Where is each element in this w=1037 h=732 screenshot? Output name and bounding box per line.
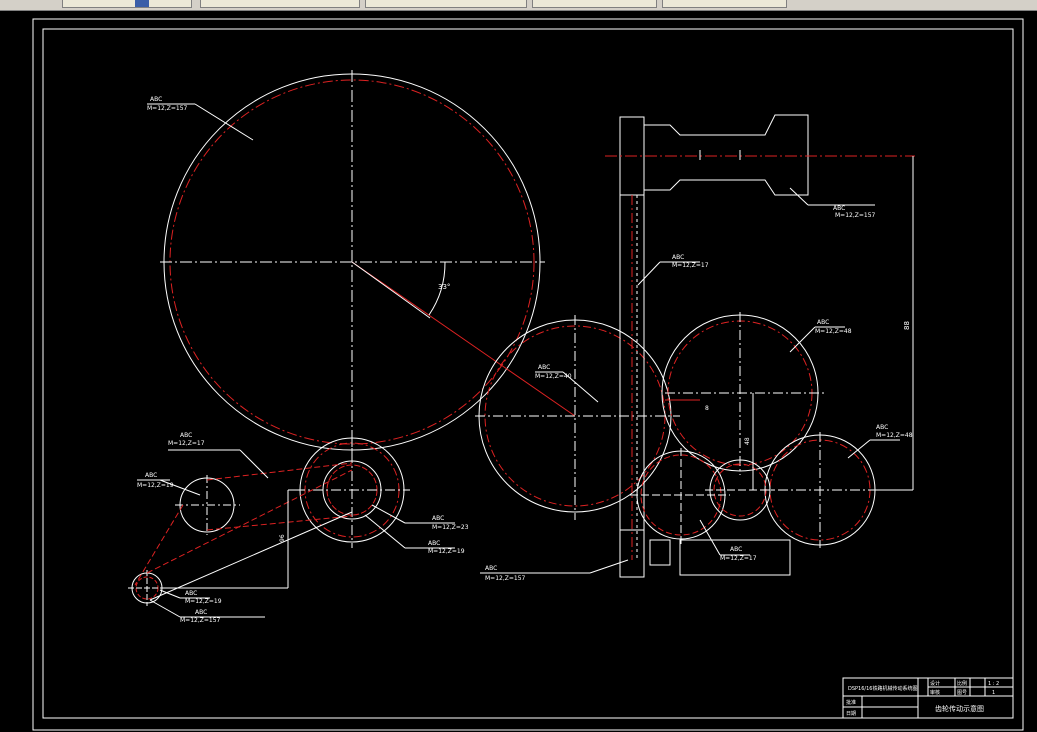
vertical-chain: [619, 195, 645, 578]
title-checker-label: 审核: [930, 689, 940, 696]
upper-right-gear-label: ABC: [817, 319, 829, 326]
big-gear-label: ABC: [150, 96, 162, 103]
dim-left-label: 96: [279, 534, 286, 542]
big-gear-spec: M=12,Z=157: [147, 105, 188, 112]
dryer-cylinder: [605, 114, 915, 196]
tab-3[interactable]: [365, 0, 527, 8]
chain-spec: M=12,Z=17: [672, 262, 709, 269]
left-pinion-spec: M=12,Z=23: [432, 524, 469, 531]
reducer-label: ABC: [485, 565, 497, 572]
upper-right-gear-spec: M=12,Z=48: [815, 328, 852, 335]
cylinder-label: ABC: [833, 205, 845, 212]
title-approve-label: 批准: [846, 699, 856, 706]
title-designer-label: 设计: [930, 680, 940, 687]
belt-lower: [134, 504, 184, 586]
chain-label: ABC: [672, 254, 684, 261]
small-gear-cluster: [630, 448, 791, 576]
inner-border: [42, 28, 1014, 719]
big-gear-leader: [194, 103, 254, 141]
tab-2[interactable]: [200, 0, 360, 8]
small-gear-spec: M=12,Z=17: [720, 555, 757, 562]
left-pinion-label: ABC: [432, 515, 444, 522]
upper-right-gear: [661, 312, 825, 475]
tab-4[interactable]: [532, 0, 657, 8]
right-gear-label: ABC: [876, 424, 888, 431]
dim-height-label: 48: [744, 437, 751, 445]
file-icon: [135, 0, 149, 7]
belt-label: ABC: [180, 432, 192, 439]
motor-pulley-label: ABC: [185, 590, 197, 597]
right-gear-spec: M=12,Z=48: [876, 432, 913, 439]
title-sheet-label: 图号: [957, 690, 967, 696]
title-sheet-value: 1: [992, 690, 995, 696]
title-date-label: 日期: [846, 711, 856, 717]
tab-1[interactable]: [62, 0, 192, 8]
pinion-sub-label: ABC: [428, 540, 440, 547]
title-drawing-name: DSP16/16铁路机械传动系统图: [848, 685, 917, 692]
title-scale-value: 1 : 2: [988, 681, 999, 687]
dim-right-label: 88: [903, 321, 911, 330]
small-gear-label: ABC: [730, 546, 742, 553]
belt-spec: M=12,Z=17: [168, 440, 205, 447]
outer-border: [32, 18, 1024, 731]
angle-label: 33°: [438, 283, 450, 291]
big-gear: [160, 70, 576, 455]
motor-spec: M=12,Z=157: [180, 617, 221, 624]
right-gear: [760, 432, 880, 548]
middle-gear-spec: M=12,Z=40: [535, 373, 572, 380]
tab-5[interactable]: [662, 0, 787, 8]
motor-pulley-spec: M=12,Z=19: [185, 598, 222, 605]
window-tab-bar: [0, 0, 1037, 11]
title-block: [842, 677, 1014, 719]
pinion-sub-spec: M=12,Z=19: [428, 548, 465, 555]
middle-gear: [475, 315, 680, 520]
cylinder-spec: M=12,Z=157: [835, 212, 876, 219]
motor-label: ABC: [195, 609, 207, 616]
offset-label: 8: [705, 405, 709, 412]
small-pulley-spec: M=12,Z=19: [137, 482, 174, 489]
middle-gear-label: ABC: [538, 364, 550, 371]
belt-upper: [206, 462, 353, 481]
title-name: 齿轮传动示意图: [935, 704, 984, 713]
cad-drawing-canvas[interactable]: 33° ABC M=12,Z=157 ABC M=12,Z=23 ABC M=1…: [0, 10, 1037, 732]
small-pulley: [175, 475, 240, 535]
small-pulley-label: ABC: [145, 472, 157, 479]
reducer-spec: M=12,Z=157: [485, 575, 526, 582]
title-scale-label: 比例: [957, 680, 967, 687]
